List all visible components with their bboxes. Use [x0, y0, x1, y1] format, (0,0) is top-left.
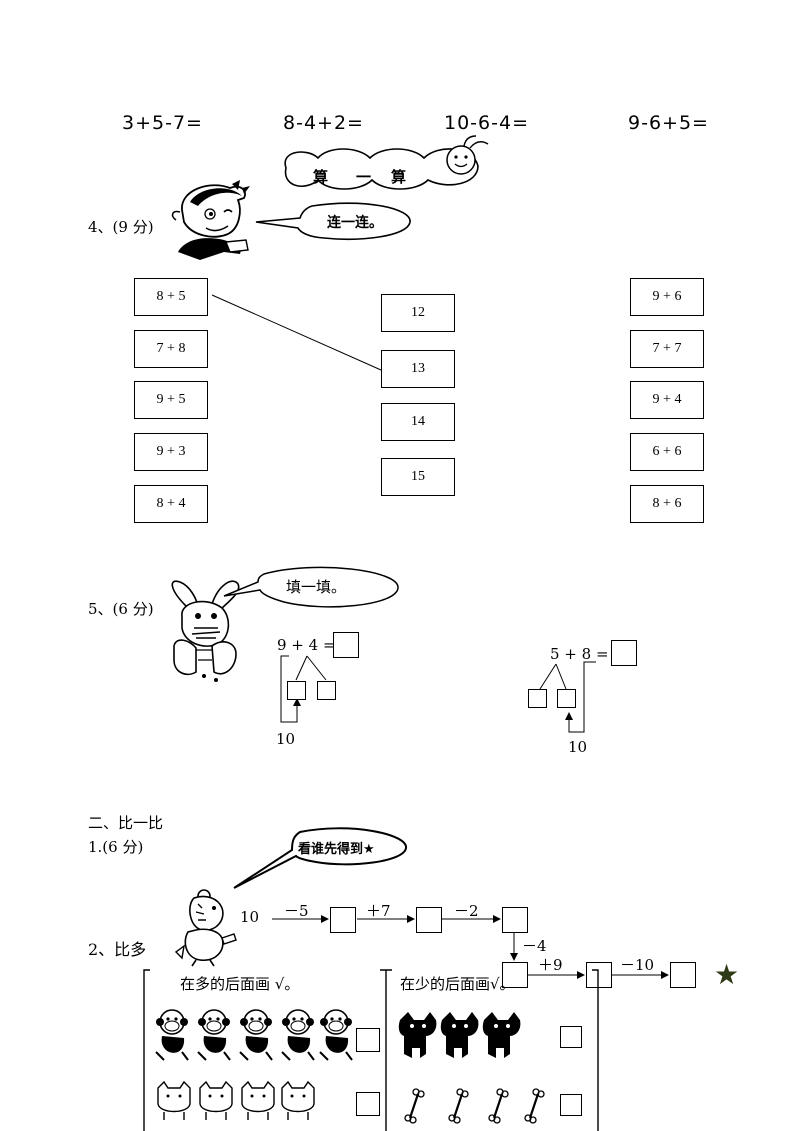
bone-icon — [524, 1088, 545, 1124]
cat-icon — [241, 1080, 275, 1120]
chain-start-number: 10 — [240, 908, 260, 926]
q5-left-ten-label: 10 — [276, 730, 296, 748]
right-expr-box[interactable]: 9 + 4 — [630, 381, 704, 419]
caterpillar-char-3: 算 — [391, 168, 407, 186]
q5-right-split-box-2[interactable] — [557, 689, 576, 708]
dog-icon — [440, 1012, 479, 1058]
q2-left-instruction: 在多的后面画 √。 — [180, 975, 300, 993]
section2-bubble-text: 看谁先得到★ — [298, 842, 375, 857]
q5-speech-bubble — [223, 566, 399, 608]
example-connect-line — [211, 294, 382, 371]
chain-box-4[interactable] — [502, 962, 528, 988]
section2-speech-bubble — [233, 827, 407, 889]
rabbit-cartoon-icon — [171, 580, 240, 682]
monkey-icon — [239, 1009, 273, 1061]
cat-check-box[interactable] — [356, 1092, 380, 1116]
q2-right-instruction: 在少的后面画√。 — [400, 975, 515, 993]
monkey-icon — [197, 1009, 231, 1061]
q5-bubble-text: 填一填。 — [286, 578, 347, 596]
chain-op-2: ＋7 — [366, 902, 391, 920]
left-expr-box[interactable]: 8 + 4 — [134, 485, 208, 523]
monkey-icon — [281, 1009, 315, 1061]
middle-number-box[interactable]: 14 — [381, 403, 455, 441]
chain-op-1: －5 — [284, 902, 309, 920]
right-expr-box[interactable]: 7 + 7 — [630, 330, 704, 368]
section2-title: 二、比一比 — [88, 814, 164, 832]
caterpillar-char-1: 算 — [313, 168, 329, 186]
q5-right-decompose-lines — [539, 661, 596, 733]
monkey-icon — [155, 1009, 189, 1061]
monkey-icon — [319, 1009, 353, 1061]
q4-speech-bubble — [255, 202, 411, 241]
equation-1: 3+5-7= — [122, 112, 203, 134]
cat-icon — [199, 1080, 233, 1120]
right-expr-box[interactable]: 9 + 6 — [630, 278, 704, 316]
bear-cartoon-icon — [174, 889, 237, 967]
chain-op-5: ＋9 — [538, 956, 563, 974]
q5-right-equation: 5 + 8 = — [550, 645, 609, 663]
q2-label: 2、比多 — [88, 940, 147, 959]
monkey-row — [155, 1009, 353, 1061]
right-expr-box[interactable]: 6 + 6 — [630, 433, 704, 471]
q5-right-answer-box[interactable] — [611, 640, 637, 666]
section2-q1-label: 1.(6 分) — [88, 838, 144, 856]
dog-icon — [482, 1012, 521, 1058]
chain-box-5[interactable] — [586, 962, 612, 988]
goal-star-icon: ★ — [714, 958, 740, 991]
monkey-check-box[interactable] — [356, 1028, 380, 1052]
left-expr-box[interactable]: 8 + 5 — [134, 278, 208, 316]
equation-3: 10-6-4= — [444, 112, 529, 134]
q5-left-split-box-2[interactable] — [317, 681, 336, 700]
dog-check-box[interactable] — [560, 1026, 582, 1048]
q5-left-equation: 9 + 4 = — [277, 636, 336, 654]
middle-number-box[interactable]: 12 — [381, 294, 455, 332]
q5-right-split-box-1[interactable] — [528, 689, 547, 708]
bone-icon — [448, 1088, 469, 1124]
cat-icon — [157, 1080, 191, 1120]
chain-box-1[interactable] — [330, 907, 356, 933]
caterpillar-illustration — [284, 135, 489, 190]
caterpillar-char-2: 一 — [356, 168, 372, 186]
middle-number-box[interactable]: 15 — [381, 458, 455, 496]
q4-label: 4、(9 分) — [88, 218, 154, 236]
left-expr-box[interactable]: 9 + 3 — [134, 433, 208, 471]
q5-left-decompose-lines — [280, 655, 327, 723]
chain-op-6: －10 — [620, 956, 655, 974]
chain-op-4: －4 — [522, 937, 547, 955]
middle-number-box[interactable]: 13 — [381, 350, 455, 388]
chain-box-3[interactable] — [502, 907, 528, 933]
dog-row — [398, 1012, 521, 1058]
dog-icon — [398, 1012, 437, 1058]
q5-left-split-box-1[interactable] — [287, 681, 306, 700]
q5-left-answer-box[interactable] — [333, 632, 359, 658]
boy-cartoon-icon — [171, 180, 250, 260]
equation-4: 9-6+5= — [628, 112, 709, 134]
left-expr-box[interactable]: 9 + 5 — [134, 381, 208, 419]
q5-right-ten-label: 10 — [568, 738, 588, 756]
q5-label: 5、(6 分) — [88, 600, 154, 618]
chain-box-2[interactable] — [416, 907, 442, 933]
q4-bubble-text: 连一连。 — [327, 215, 383, 231]
bone-check-box[interactable] — [560, 1094, 582, 1116]
bone-row — [404, 1088, 545, 1124]
bone-icon — [488, 1088, 509, 1124]
chain-box-6[interactable] — [670, 962, 696, 988]
bone-icon — [404, 1088, 425, 1124]
equation-2: 8-4+2= — [283, 112, 364, 134]
chain-op-3: －2 — [454, 902, 479, 920]
left-expr-box[interactable]: 7 + 8 — [134, 330, 208, 368]
cat-icon — [281, 1080, 315, 1120]
right-expr-box[interactable]: 8 + 6 — [630, 485, 704, 523]
cat-row — [157, 1080, 315, 1120]
